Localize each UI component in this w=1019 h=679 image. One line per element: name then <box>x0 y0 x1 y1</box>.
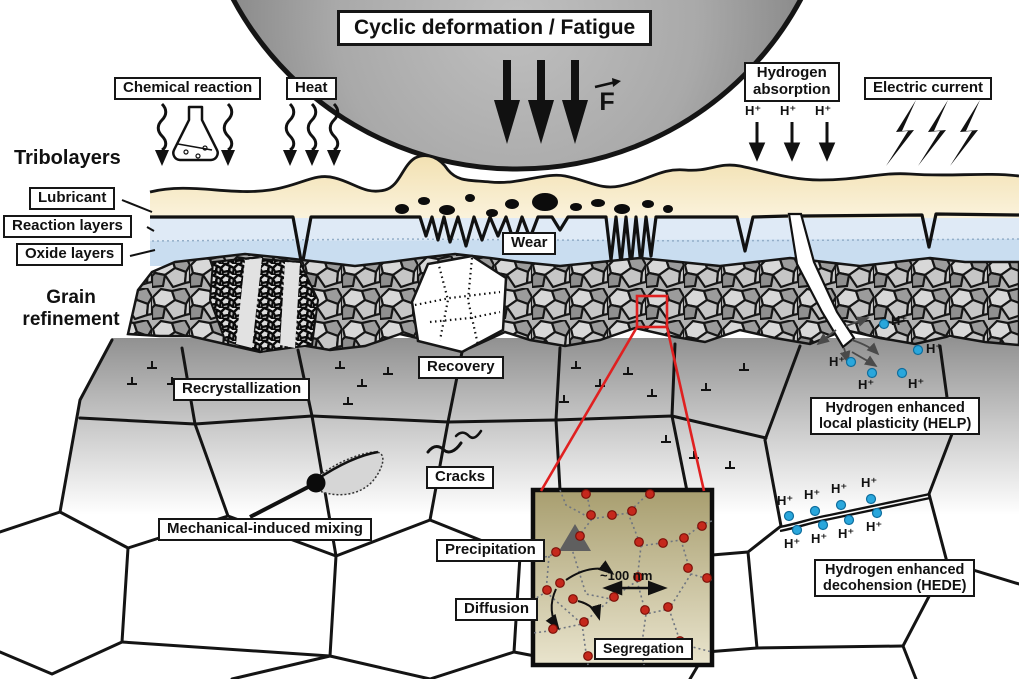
hplus-label: H⁺ <box>780 103 797 118</box>
hede-line2: decohension (HEDE) <box>823 578 967 595</box>
hplus-label: H⁺ <box>745 103 762 118</box>
hplus-label: H⁺ <box>858 377 875 392</box>
hydrogen-ion-arrow-icons <box>748 122 836 162</box>
title-box: Cyclic deformation / Fatigue <box>337 10 653 46</box>
grain-refinement-line1: Grain <box>46 287 96 308</box>
crack-squiggle-icons <box>426 429 483 454</box>
lightning-bolt-icons <box>886 100 980 166</box>
triangle-precipitate-icon <box>559 524 591 551</box>
mechanical-induced-mixing-label: Mechanical-induced mixing <box>158 518 372 541</box>
hplus-label: H⁺ <box>831 481 848 496</box>
hplus-label: H⁺ <box>815 103 832 118</box>
electric-current-label: Electric current <box>864 77 993 100</box>
hydrogen-absorption-line2: absorption <box>753 80 831 98</box>
hplus-label: H⁺ <box>777 493 794 508</box>
grain-refinement-line2: refinement <box>22 309 120 330</box>
hydrogen-absorption-label: Hydrogen absorption <box>744 62 840 102</box>
hplus-label: H⁺ <box>829 354 846 369</box>
hede-line1: Hydrogen enhanced <box>825 562 965 578</box>
wear-label: Wear <box>502 232 557 255</box>
hplus-label: H⁺ <box>811 531 828 546</box>
magnification-highlight <box>539 294 706 492</box>
help-label: Hydrogen enhanced local plasticity (HELP… <box>810 397 981 436</box>
oxide-layers-label: Oxide layers <box>16 243 124 266</box>
red-atom-icons <box>542 489 712 661</box>
help-line2: local plasticity (HELP) <box>819 416 972 433</box>
recrystallization-label: Recrystallization <box>173 378 311 401</box>
wavy-arrow-icons <box>156 102 340 152</box>
hede-label: Hydrogen enhanced decohension (HEDE) <box>814 559 976 598</box>
diffusion-label: Diffusion <box>455 598 538 621</box>
scale-label: ~100 nm <box>600 568 653 583</box>
hplus-label: H⁺ <box>784 536 801 551</box>
down-arrow-icons <box>494 60 588 144</box>
reaction-layers-label: Reaction layers <box>3 215 132 238</box>
force-vector-icon: F <box>592 78 622 117</box>
heat-label: Heat <box>286 77 337 100</box>
inset-magnified-view <box>530 487 715 668</box>
recovery-grain <box>410 254 508 354</box>
diffusion-arrows <box>545 560 615 631</box>
hplus-label: H⁺ <box>804 487 821 502</box>
grain-refinement-heading: Grain refinement <box>5 287 137 331</box>
help-line1: Hydrogen enhanced <box>825 400 965 416</box>
lubricant-layer <box>149 154 1019 218</box>
precipitation-label: Precipitation <box>436 539 545 562</box>
segregation-label: Segregation <box>594 638 693 660</box>
vector-arrow-icon <box>594 78 621 89</box>
hplus-label: H⁺ <box>908 376 925 391</box>
hplus-label: H⁺ <box>861 475 878 490</box>
force-label: F <box>599 88 615 116</box>
lubricant-label: Lubricant <box>29 187 116 210</box>
hplus-label: H⁺ <box>926 341 943 356</box>
hede-crack <box>779 492 931 536</box>
hplus-label: H⁺ <box>866 519 883 534</box>
hplus-label: H⁺ <box>891 313 908 328</box>
chemical-reaction-label: Chemical reaction <box>114 77 262 100</box>
recovery-label: Recovery <box>418 356 504 379</box>
wavy-arrow-heads <box>155 150 341 166</box>
wear-debris-particles <box>395 193 673 217</box>
help-crack <box>787 212 924 379</box>
smeared-particle-icon <box>249 450 384 519</box>
cracks-label: Cracks <box>426 466 495 489</box>
dislocation-symbols <box>127 361 749 469</box>
flask-icon <box>172 105 219 162</box>
hplus-label: H⁺ <box>838 526 855 541</box>
tribolayers-heading: Tribolayers <box>14 147 121 169</box>
recrystallization-zone <box>208 256 320 354</box>
hydrogen-absorption-line1: Hydrogen <box>756 64 827 81</box>
